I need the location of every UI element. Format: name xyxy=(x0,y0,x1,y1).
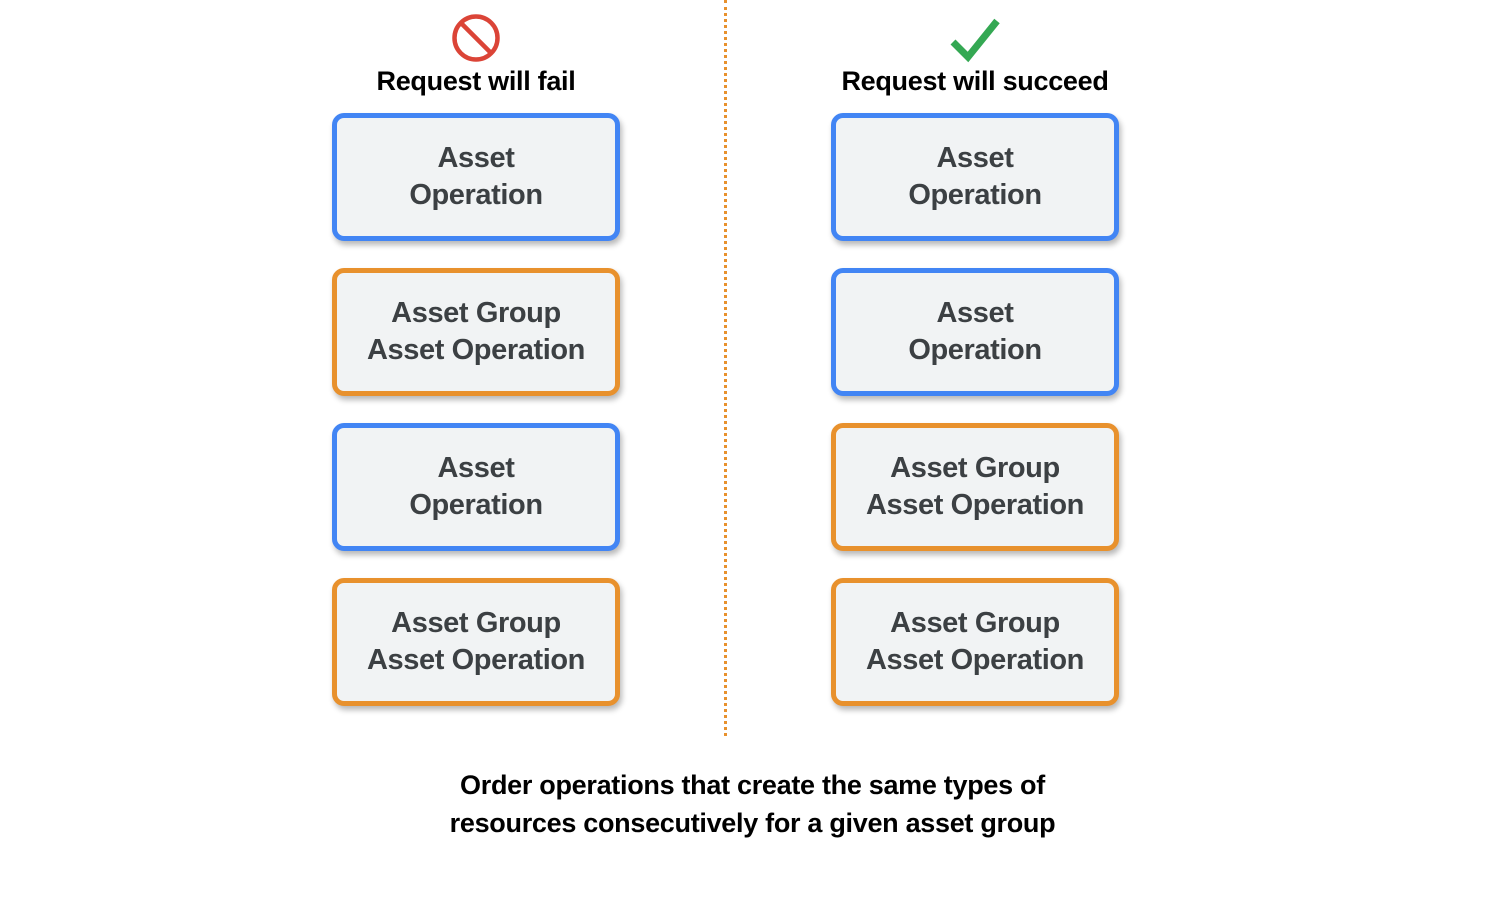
card-label: Asset Operation xyxy=(908,142,1042,211)
card-label: Asset Operation xyxy=(908,297,1042,366)
checkmark-icon xyxy=(945,12,1005,64)
card-stack-fail: Asset Operation Asset Group Asset Operat… xyxy=(332,113,620,706)
diagram-caption: Order operations that create the same ty… xyxy=(449,770,1056,838)
card-asset-group-asset-operation[interactable]: Asset Group Asset Operation xyxy=(332,268,620,396)
column-header-fail: Request will fail xyxy=(276,12,676,96)
card-asset-group-asset-operation[interactable]: Asset Group Asset Operation xyxy=(831,423,1119,551)
card-label: Asset Operation xyxy=(409,142,543,211)
card-asset-operation[interactable]: Asset Operation xyxy=(332,113,620,241)
card-asset-operation[interactable]: Asset Operation xyxy=(831,268,1119,396)
card-label: Asset Group Asset Operation xyxy=(367,297,585,366)
column-header-succeed: Request will succeed xyxy=(775,12,1175,96)
card-asset-operation[interactable]: Asset Operation xyxy=(831,113,1119,241)
card-asset-group-asset-operation[interactable]: Asset Group Asset Operation xyxy=(332,578,620,706)
card-label: Asset Group Asset Operation xyxy=(866,452,1084,521)
card-label: Asset Operation xyxy=(409,452,543,521)
card-asset-group-asset-operation[interactable]: Asset Group Asset Operation xyxy=(831,578,1119,706)
card-stack-succeed: Asset Operation Asset Operation Asset Gr… xyxy=(831,113,1119,706)
column-title-fail: Request will fail xyxy=(376,66,576,96)
prohibited-icon xyxy=(446,12,506,64)
column-divider xyxy=(724,0,727,736)
card-label: Asset Group Asset Operation xyxy=(367,607,585,676)
card-label: Asset Group Asset Operation xyxy=(866,607,1084,676)
column-title-succeed: Request will succeed xyxy=(841,66,1109,96)
card-asset-operation[interactable]: Asset Operation xyxy=(332,423,620,551)
